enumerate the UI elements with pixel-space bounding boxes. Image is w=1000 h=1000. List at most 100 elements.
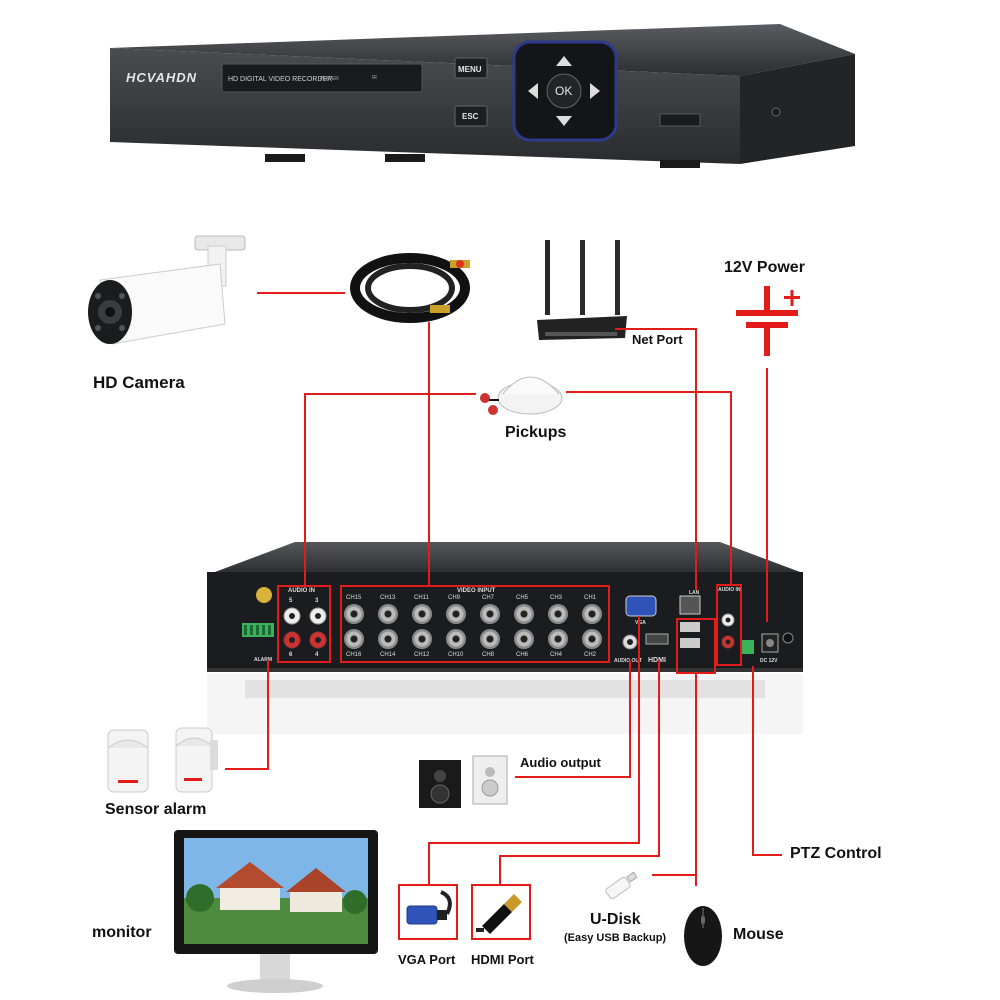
alarm-terminal-block [242, 587, 274, 637]
mouse-label: Mouse [733, 926, 784, 943]
dvr-model-text: HD DIGITAL VIDEO RECORDER [228, 76, 333, 83]
audio-in-left-label: AUDIO IN [288, 588, 315, 594]
bnc-connector [378, 604, 398, 624]
wire-vga-v1 [638, 616, 640, 844]
bnc-connector [378, 629, 398, 649]
bnc-connector [344, 604, 364, 624]
channel-label-bottom: CH14 [380, 652, 396, 658]
channel-label-top: CH7 [482, 595, 495, 601]
audio-num-5: 5 [289, 598, 293, 604]
audio-num-6: 6 [289, 652, 293, 658]
audio-output-label: Audio output [520, 755, 601, 770]
dvr-brand-logo: HCVAHDN [126, 70, 198, 85]
dvr-rear-panel [207, 542, 803, 734]
wire-router-h [615, 328, 697, 330]
audio-in-right-box [716, 584, 742, 666]
sensor-alarm-image [107, 727, 218, 793]
ptz-control-label: PTZ Control [790, 845, 882, 862]
wire-camera-cable [257, 292, 345, 294]
channel-label-bottom: CH12 [414, 652, 430, 658]
rear-ports [622, 595, 794, 654]
channel-label-bottom: CH4 [550, 652, 563, 658]
audio-in-rca-jacks [283, 607, 327, 649]
audio-num-3: 3 [315, 598, 319, 604]
dvr-menu-button[interactable]: MENU [458, 65, 482, 74]
channel-label-top: CH1 [584, 595, 597, 601]
wire-audio-out-v [629, 660, 631, 778]
hdmi-label: HDMI [648, 657, 666, 664]
wire-vga-h [428, 842, 640, 844]
vga-cable-icon [406, 890, 452, 925]
vga-port-label: VGA [635, 620, 646, 626]
audio-num-4: 4 [315, 652, 319, 658]
channel-label-top: CH15 [346, 595, 362, 601]
net-port-label: Net Port [632, 332, 683, 347]
battery-symbol-icon [736, 286, 800, 356]
pickup-microphone-image [480, 376, 563, 415]
bnc-connector [480, 629, 500, 649]
hdmi-port-box [471, 884, 531, 940]
dc-label: DC 12V [760, 658, 778, 664]
channel-label-bottom: CH2 [584, 652, 597, 658]
wire-sensor-h [225, 768, 269, 770]
wire-udisk-h [652, 874, 696, 876]
wire-pickup-left-v [304, 393, 306, 585]
bnc-connector [582, 604, 602, 624]
monitor-image [174, 830, 378, 993]
vga-port-box [398, 884, 458, 940]
wire-ptz-v [752, 666, 754, 856]
wire-hdmi-h [499, 855, 660, 857]
channel-label-top: CH9 [448, 595, 461, 601]
mouse-icon [684, 906, 722, 966]
wire-hdmi-v2 [499, 855, 501, 885]
udisk-sublabel: (Easy USB Backup) [564, 932, 667, 944]
dvr-ok-button[interactable]: OK [555, 84, 573, 98]
hdmi-port-label-bottom: HDMI Port [471, 952, 534, 967]
usb-ports-box [676, 618, 716, 674]
wire-pickup-right-h [566, 391, 732, 393]
bnc-cable-image [350, 253, 470, 323]
wire-ptz-h [752, 854, 782, 856]
bnc-connector [480, 604, 500, 624]
bnc-connector [412, 629, 432, 649]
audio-in-left-box [277, 585, 331, 663]
wire-pickup-right-v [730, 391, 732, 584]
hd-camera-label: HD Camera [93, 373, 185, 392]
wire-cable-video [428, 322, 430, 585]
channel-label-top: CH3 [550, 595, 563, 601]
channel-label-bottom: CH16 [346, 652, 362, 658]
channel-label-bottom: CH6 [516, 652, 529, 658]
udisk-label: U-Disk [590, 911, 641, 928]
dvr-power-led-label: POWER [320, 76, 339, 82]
bnc-connector [446, 604, 466, 624]
wire-sensor-v [267, 660, 269, 770]
sensor-alarm-label: Sensor alarm [105, 801, 207, 818]
video-input-label: VIDEO INPUT [457, 588, 496, 594]
wire-router-v [695, 328, 697, 590]
audio-in-right-label: AUDIO IN [718, 587, 741, 593]
video-input-box [340, 585, 610, 663]
bnc-connector [514, 604, 534, 624]
wire-hdmi-v1 [658, 660, 660, 857]
dvr-esc-button[interactable]: ESC [462, 112, 479, 121]
channel-label-bottom: CH8 [482, 652, 495, 658]
udisk-icon [605, 871, 638, 900]
vga-port-label-bottom: VGA Port [398, 952, 456, 967]
dvr-front-unit [110, 24, 855, 168]
alarm-label: ALARM [254, 657, 273, 663]
bnc-connector [548, 629, 568, 649]
wire-pickup-left-h [304, 393, 476, 395]
power-12v-label: 12V Power [724, 259, 805, 276]
monitor-label: monitor [92, 924, 152, 941]
wire-audio-out-h [515, 776, 631, 778]
dvr-ir-led-label: IR [372, 75, 377, 81]
wire-power [766, 368, 768, 622]
channel-label-top: CH11 [414, 595, 429, 601]
bnc-connector [548, 604, 568, 624]
audio-out-label: AUDIO OUT [614, 658, 643, 664]
channel-label-top: CH13 [380, 595, 396, 601]
bnc-connector [412, 604, 432, 624]
bnc-connector [582, 629, 602, 649]
wire-usb-v [695, 674, 697, 886]
